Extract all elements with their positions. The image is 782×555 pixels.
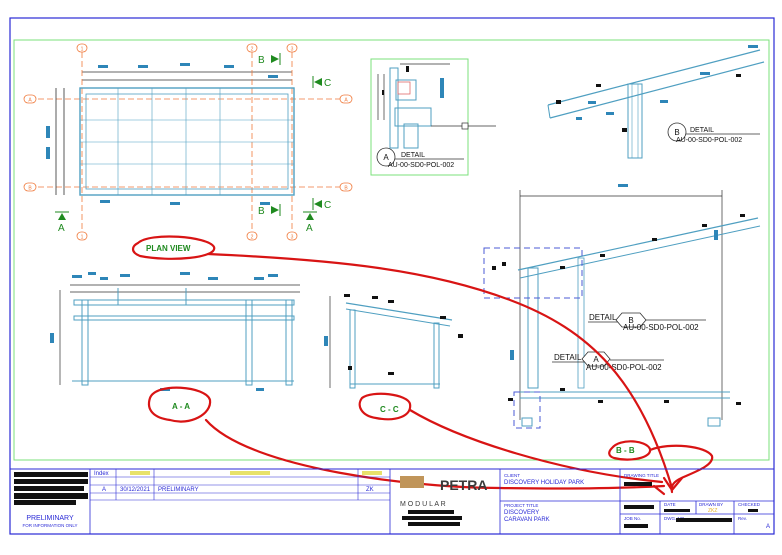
project-label: PROJECT TITLE xyxy=(504,503,538,508)
svg-text:A: A xyxy=(58,223,65,234)
grid-bubble-1-bottom: 1 xyxy=(76,231,88,241)
svg-text:2: 2 xyxy=(251,47,254,53)
petra-logo-sub: M O D U L A R xyxy=(400,501,446,508)
section-bb-label: B - B xyxy=(616,446,635,455)
grid-bubble-2-top: 2 xyxy=(246,43,258,53)
status-note: FOR INFORMATION ONLY xyxy=(22,523,77,528)
plan-view xyxy=(38,52,342,232)
grid-bubble-a-left: A xyxy=(23,94,37,104)
project-line2: CARAVAN PARK xyxy=(504,517,550,523)
detail-b-tag: B DETAIL AU-00-SD0-POL-002 xyxy=(667,122,760,144)
section-marker-a-right: A xyxy=(303,211,317,234)
section-bb-detail-b-tag: DETAIL B AU-00-SD0-POL-002 xyxy=(588,312,706,332)
section-marker-a-left: A xyxy=(55,211,69,234)
date-label: DATE xyxy=(664,502,676,507)
drawn-by-value: ZKZ xyxy=(708,508,717,514)
svg-text:DETAIL: DETAIL xyxy=(690,127,714,134)
detail-a-box xyxy=(370,58,496,176)
svg-text:A: A xyxy=(593,355,599,364)
svg-text:AU-00-SD0-POL-002: AU-00-SD0-POL-002 xyxy=(586,363,662,372)
grid-bubble-a-right: A xyxy=(339,94,353,104)
grid-bubble-1-top: 1 xyxy=(76,43,88,53)
svg-text:B: B xyxy=(674,128,679,137)
section-marker-c-bottom: C xyxy=(312,198,331,211)
section-aa-drawing xyxy=(50,272,300,391)
rev-row-date: 30/12/2021 xyxy=(120,487,151,493)
title-block: Index A 30/12/2021 PRELIMINARY ZK PRELIM… xyxy=(9,468,775,535)
svg-text:C: C xyxy=(324,78,331,89)
rev-row-index: A xyxy=(102,487,106,493)
section-cc-label: C - C xyxy=(380,405,399,414)
svg-text:B: B xyxy=(344,186,348,192)
section-cc-drawing xyxy=(324,294,463,389)
checked-label: CHECKED xyxy=(738,502,761,507)
grid-bubble-b-right: B xyxy=(339,182,353,192)
svg-text:B: B xyxy=(258,55,265,66)
drawing-area-border xyxy=(13,39,770,461)
svg-text:A: A xyxy=(306,223,313,234)
svg-text:AU-00-SD0-POL-002: AU-00-SD0-POL-002 xyxy=(623,323,699,332)
detail-a-tag: A DETAIL AU-00-SD0-POL-002 xyxy=(376,147,464,169)
petra-logo-mark xyxy=(400,476,424,488)
svg-text:A: A xyxy=(28,98,32,104)
svg-text:3: 3 xyxy=(291,47,294,53)
svg-text:B: B xyxy=(628,316,633,325)
client-label: CLIENT xyxy=(504,473,520,478)
svg-text:A: A xyxy=(344,98,348,104)
rev-row-description: PRELIMINARY xyxy=(158,487,199,493)
client-value: DISCOVERY HOLIDAY PARK xyxy=(504,480,584,486)
dwg-no-label: DWG. NO xyxy=(664,516,685,521)
svg-text:DETAIL: DETAIL xyxy=(589,313,617,322)
section-marker-b-top: B xyxy=(258,53,281,66)
drawing-title-label: DRAWING TITLE xyxy=(624,473,659,478)
rev-value: A xyxy=(766,524,770,530)
svg-text:DETAIL: DETAIL xyxy=(401,152,425,159)
grid-bubble-3-top: 3 xyxy=(286,43,298,53)
red-markup xyxy=(131,235,714,496)
section-bb-drawing xyxy=(483,184,761,429)
svg-text:DETAIL: DETAIL xyxy=(554,353,582,362)
svg-text:1: 1 xyxy=(81,235,84,241)
rev-index-header: Index xyxy=(94,471,109,477)
job-no-label: JOB No. xyxy=(624,516,641,521)
svg-text:B: B xyxy=(28,186,32,192)
rev-row-by: ZK xyxy=(366,487,374,493)
svg-text:AU-00-SD0-POL-002: AU-00-SD0-POL-002 xyxy=(388,162,454,169)
project-line1: DISCOVERY xyxy=(504,510,539,516)
section-marker-c-top: C xyxy=(312,76,331,89)
grid-bubble-2-bottom: 2 xyxy=(246,231,258,241)
section-marker-b-bottom: B xyxy=(258,204,281,217)
status-text: PRELIMINARY xyxy=(26,515,74,522)
svg-text:1: 1 xyxy=(81,47,84,53)
svg-text:B: B xyxy=(258,206,265,217)
drawn-by-label: DRAWN BY xyxy=(699,502,723,507)
svg-text:C: C xyxy=(324,200,331,211)
svg-text:2: 2 xyxy=(251,235,254,241)
detail-b-drawing xyxy=(547,45,765,159)
section-bb-detail-a-tag: DETAIL A AU-00-SD0-POL-002 xyxy=(552,351,664,372)
rev-label: Rev. xyxy=(738,516,747,521)
grid-bubble-3-bottom: 3 xyxy=(286,231,298,241)
svg-text:AU-00-SD0-POL-002: AU-00-SD0-POL-002 xyxy=(676,137,742,144)
svg-text:A: A xyxy=(383,153,389,162)
svg-text:3: 3 xyxy=(291,235,294,241)
section-aa-label: A - A xyxy=(172,402,190,411)
petra-logo-name: PETRA xyxy=(440,477,487,493)
plan-view-label: PLAN VIEW xyxy=(146,244,191,253)
grid-bubble-b-left: B xyxy=(23,182,37,192)
